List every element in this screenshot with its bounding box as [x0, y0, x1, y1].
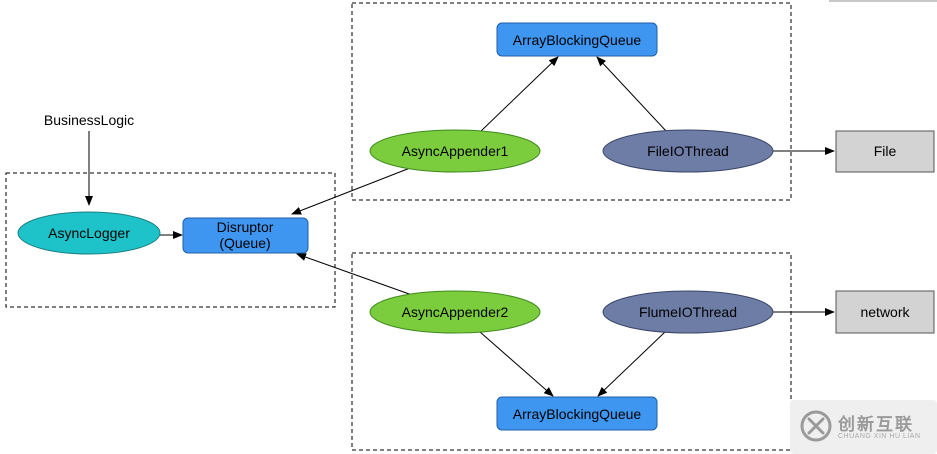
- file-io-thread-label: FileIOThread: [647, 143, 729, 159]
- group-appender2: [351, 252, 792, 451]
- node-abq-bottom: ArrayBlockingQueue: [496, 396, 658, 431]
- node-file: File: [835, 130, 935, 173]
- async-appender1-label: AsyncAppender1: [402, 143, 509, 159]
- edge-appender2-disruptor: [296, 253, 413, 296]
- node-async-appender2: AsyncAppender2: [369, 290, 541, 334]
- edge-appender1-abq-top: [479, 56, 559, 133]
- watermark-chinese-text: 创新互联: [838, 415, 914, 435]
- async-logger-label: AsyncLogger: [48, 225, 130, 241]
- group-logger: [5, 172, 336, 308]
- node-file-io-thread: FileIOThread: [602, 129, 774, 173]
- watermark: 创新互联 CHUANG XIN HU LIAN: [790, 400, 937, 454]
- async-appender2-label: AsyncAppender2: [402, 304, 509, 320]
- file-label: File: [874, 143, 897, 159]
- edge-appender2-abq-bottom: [479, 331, 554, 397]
- disruptor-label-line1: Disruptor: [217, 219, 274, 235]
- node-async-appender1: AsyncAppender1: [369, 129, 541, 173]
- abq-top-label: ArrayBlockingQueue: [513, 32, 642, 48]
- disruptor-label-line2: (Queue): [219, 235, 270, 251]
- node-async-logger: AsyncLogger: [17, 211, 161, 255]
- network-label: network: [860, 304, 910, 320]
- node-disruptor: Disruptor (Queue): [182, 217, 309, 254]
- watermark-english-text: CHUANG XIN HU LIAN: [838, 433, 921, 440]
- watermark-logo-icon: [800, 410, 832, 442]
- edge-appender1-disruptor: [291, 167, 411, 215]
- edge-flumeio-abq-bottom: [597, 331, 666, 397]
- node-flume-io-thread: FlumeIOThread: [602, 290, 774, 334]
- node-business-logic: BusinessLogic: [44, 112, 134, 128]
- node-abq-top: ArrayBlockingQueue: [496, 22, 658, 57]
- flume-io-thread-label: FlumeIOThread: [639, 304, 737, 320]
- node-network: network: [835, 290, 935, 334]
- edge-fileio-abq-top: [596, 56, 668, 133]
- top-right-divider: [829, 0, 937, 2]
- group-appender1: [351, 2, 792, 201]
- abq-bottom-label: ArrayBlockingQueue: [513, 406, 642, 422]
